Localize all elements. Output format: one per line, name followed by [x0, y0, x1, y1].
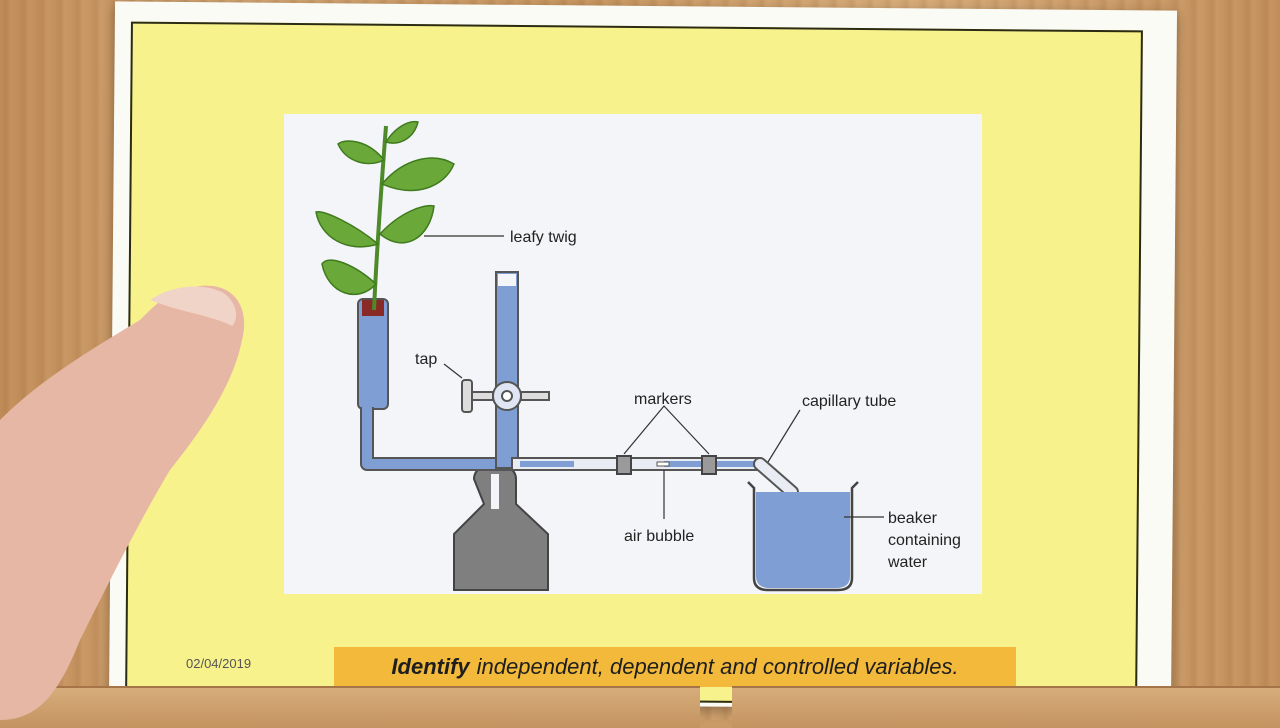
- reservoir-tube: [495, 271, 519, 469]
- leaf: [315, 211, 380, 248]
- instruction-banner: Identify independent, dependent and cont…: [334, 647, 1016, 687]
- banner-emphasis: Identify: [391, 654, 470, 679]
- marker-right: [701, 455, 717, 475]
- label-capillary-tube: capillary tube: [802, 393, 896, 410]
- potometer-diagram: leafy twig tap markers capillary tube ai…: [284, 114, 982, 594]
- leaf: [384, 120, 419, 144]
- leader-markers: [623, 405, 710, 455]
- reservoir-top: [498, 274, 516, 286]
- tap-stem: [520, 391, 550, 401]
- tap-grip: [461, 379, 473, 413]
- label-containing: containing: [888, 532, 961, 549]
- leaf: [378, 204, 435, 244]
- capillary-water-left: [520, 461, 574, 467]
- label-air-bubble: air bubble: [624, 528, 694, 545]
- marker-left: [616, 455, 632, 475]
- label-markers: markers: [634, 391, 692, 408]
- leaf: [337, 140, 386, 165]
- slide-date: 02/04/2019: [186, 656, 252, 671]
- leader-tap: [443, 363, 463, 379]
- left-pipe: [362, 407, 516, 469]
- diagram-svg: leafy twig tap markers capillary tube ai…: [315, 120, 961, 592]
- beaker-outline: [747, 481, 859, 592]
- wooden-stand-right: [732, 686, 1280, 728]
- clamp-stand: [453, 463, 549, 591]
- air-bubble: [656, 461, 670, 467]
- label-water: water: [887, 554, 928, 571]
- wooden-stand-left: [0, 686, 700, 728]
- beaker-water: [756, 492, 850, 588]
- capillary-bend: [755, 459, 797, 497]
- tap-centre: [501, 390, 513, 402]
- label-leafy-twig: leafy twig: [510, 229, 577, 246]
- leaf: [321, 259, 378, 295]
- label-beaker: beaker: [888, 510, 938, 527]
- leader-capillary: [767, 409, 801, 463]
- label-tap: tap: [415, 351, 437, 368]
- banner-text: independent, dependent and controlled va…: [476, 654, 959, 679]
- left-pipe-outline: [360, 407, 516, 471]
- leaf: [380, 157, 455, 192]
- tap-handle: [469, 391, 494, 401]
- twig-stem: [372, 125, 388, 311]
